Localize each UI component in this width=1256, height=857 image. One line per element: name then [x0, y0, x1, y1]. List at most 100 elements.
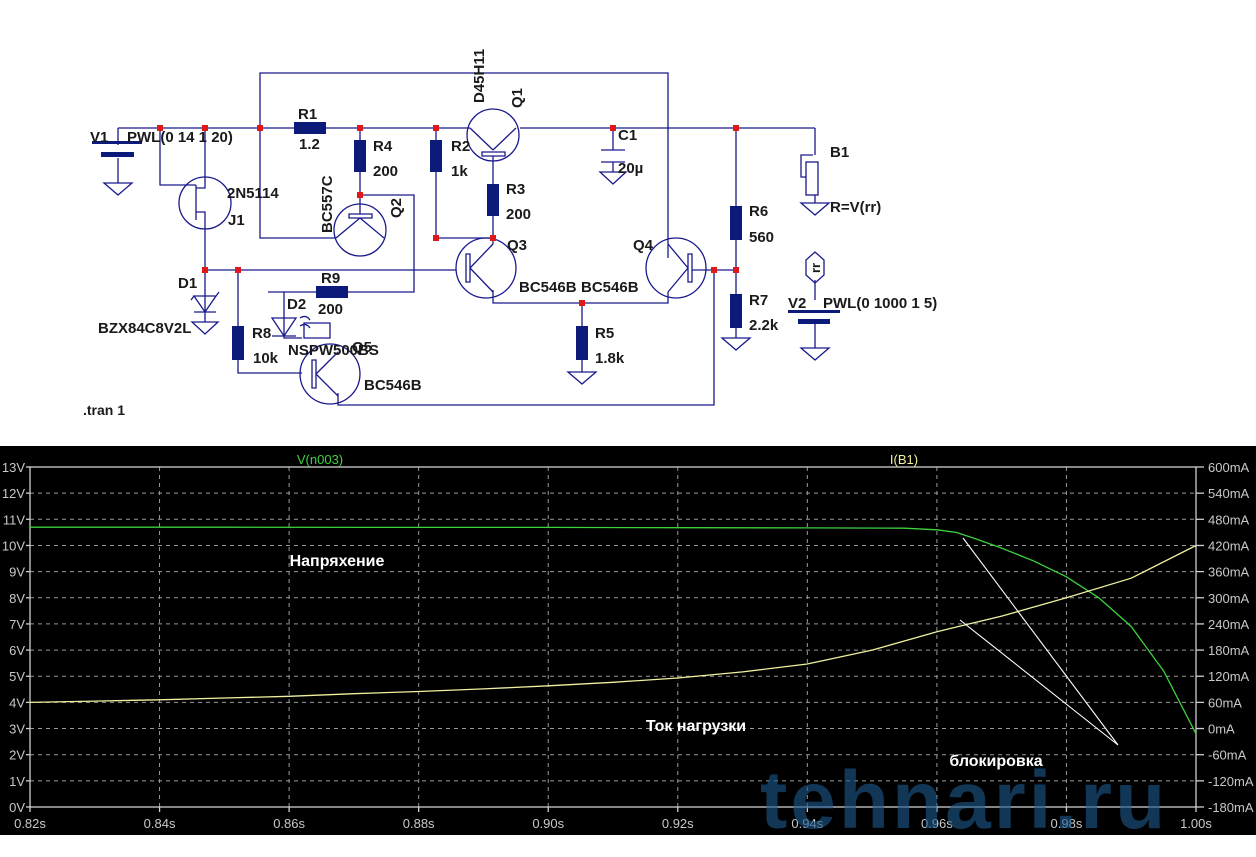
transistor-Q3[interactable] — [455, 237, 517, 299]
value-D2: NSPW500BS — [288, 342, 379, 359]
y-right-tick-label: 120mA — [1208, 669, 1250, 684]
label-J1: J1 — [228, 212, 245, 229]
value-J1: 2N5114 — [227, 185, 279, 202]
y-left-tick-label: 6V — [9, 643, 25, 658]
ground-icon — [598, 171, 628, 185]
transistor-Q5[interactable] — [299, 343, 361, 405]
behavioral-resistor-B1[interactable] — [799, 154, 831, 216]
y-left-tick-label: 5V — [9, 669, 25, 684]
value-V1: PWL(0 14 1 20) — [127, 129, 233, 146]
plot-frame — [29, 466, 1197, 808]
y-right-tick-label: 300mA — [1208, 591, 1250, 606]
ground-icon — [566, 371, 598, 385]
resistor-R8[interactable] — [232, 326, 244, 360]
label-Q1: Q1 — [509, 88, 526, 108]
schematic-editor[interactable]: V1 PWL(0 14 1 20) R1 1.2 R4 200 R2 1k R3… — [0, 0, 1256, 446]
y-right-tick-label: 0mA — [1208, 722, 1235, 737]
waveform-plot[interactable]: 0V1V2V3V4V5V6V7V8V9V10V11V12V13V-180mA-1… — [0, 446, 1256, 835]
voltage-source-V1[interactable] — [92, 141, 142, 196]
label-D2: D2 — [287, 296, 306, 313]
y-right-tick-label: 480mA — [1208, 512, 1250, 527]
value-R7: 2.2k — [749, 317, 779, 334]
value-R5: 1.8k — [595, 350, 625, 367]
y-right-tick-label: 240mA — [1208, 617, 1250, 632]
value-Q4: BC546B — [581, 279, 639, 296]
resistor-R7[interactable] — [730, 294, 742, 328]
value-R3: 200 — [506, 206, 531, 223]
x-tick-label: 0.92s — [662, 816, 694, 831]
value-Q5: BC546B — [364, 377, 422, 394]
y-left-tick-label: 12V — [2, 486, 25, 501]
transistor-Q2[interactable] — [333, 195, 387, 257]
legend-v-n003[interactable]: V(n003) — [297, 452, 343, 467]
x-tick-label: 0.96s — [921, 816, 953, 831]
annotation-blocking: блокировка — [949, 753, 1042, 770]
led-D2[interactable] — [270, 315, 331, 339]
y-right-tick-label: 360mA — [1208, 565, 1250, 580]
y-left-tick-label: 1V — [9, 774, 25, 789]
value-B1: R=V(rr) — [830, 199, 881, 216]
label-Q5: Q5 — [352, 339, 372, 356]
label-Q3: Q3 — [507, 237, 527, 254]
trace-i-b1[interactable] — [29, 544, 1197, 704]
y-left-tick-label: 11V — [3, 512, 25, 527]
traces — [29, 526, 1197, 735]
x-tick-label: 0.86s — [273, 816, 305, 831]
label-R1: R1 — [298, 106, 317, 123]
label-R6: R6 — [749, 203, 768, 220]
resistor-R2[interactable] — [430, 140, 442, 172]
transistor-Q4[interactable] — [645, 237, 707, 299]
ground-icon — [102, 182, 134, 196]
capacitor-C1[interactable] — [598, 149, 628, 185]
x-tick-label: 0.90s — [532, 816, 564, 831]
label-Q4: Q4 — [633, 237, 654, 254]
y-left-tick-label: 8V — [9, 591, 25, 606]
value-C1: 20µ — [618, 160, 643, 177]
transistor-Q1[interactable] — [466, 108, 520, 165]
annotation-voltage: Напряхение — [290, 553, 385, 570]
value-R8: 10k — [253, 350, 279, 367]
spice-directive[interactable]: .tran 1 — [83, 402, 125, 418]
resistor-R6[interactable] — [730, 206, 742, 240]
label-R3: R3 — [506, 181, 525, 198]
x-tick-label: 1.00s — [1180, 816, 1212, 831]
junctions — [157, 125, 739, 306]
x-tick-label: 0.94s — [791, 816, 823, 831]
axis-ticks: 0V1V2V3V4V5V6V7V8V9V10V11V12V13V-180mA-1… — [2, 460, 1254, 831]
y-left-tick-label: 4V — [9, 695, 25, 710]
label-R5: R5 — [595, 325, 614, 342]
label-V1: V1 — [90, 129, 108, 146]
label-R2: R2 — [451, 138, 470, 155]
trace-v-n003[interactable] — [30, 526, 1197, 735]
transistor-J1[interactable] — [178, 176, 232, 230]
ground-icon — [799, 202, 831, 216]
ground-icon — [190, 321, 220, 335]
resistor-R9[interactable] — [316, 286, 348, 298]
resistor-R3[interactable] — [487, 184, 499, 216]
resistor-R5[interactable] — [576, 326, 588, 360]
net-label-rr: rr — [808, 263, 823, 273]
y-left-tick-label: 2V — [9, 748, 25, 763]
schematic-canvas[interactable]: V1 PWL(0 14 1 20) R1 1.2 R4 200 R2 1k R3… — [0, 0, 1256, 446]
x-tick-label: 0.88s — [403, 816, 435, 831]
label-B1: B1 — [830, 144, 849, 161]
resistor-R4[interactable] — [354, 140, 366, 172]
label-R9: R9 — [321, 270, 340, 287]
zener-diode-D1[interactable] — [190, 291, 220, 322]
legend-i-b1[interactable]: I(B1) — [890, 452, 918, 467]
label-V2: V2 — [788, 295, 806, 312]
annotation-load-current: Ток нагрузки — [646, 718, 746, 735]
y-right-tick-label: 420mA — [1208, 538, 1250, 553]
y-left-tick-label: 3V — [9, 722, 25, 737]
label-R7: R7 — [749, 292, 768, 309]
value-R2: 1k — [451, 163, 468, 180]
resistor-R1[interactable] — [294, 122, 326, 134]
voltage-source-V2[interactable] — [788, 251, 840, 361]
y-right-tick-label: 600mA — [1208, 460, 1250, 475]
y-right-tick-label: 180mA — [1208, 643, 1250, 658]
y-left-tick-label: 10V — [2, 538, 25, 553]
value-R9: 200 — [318, 301, 343, 318]
x-tick-label: 0.82s — [14, 816, 46, 831]
ground-icon — [720, 337, 752, 351]
